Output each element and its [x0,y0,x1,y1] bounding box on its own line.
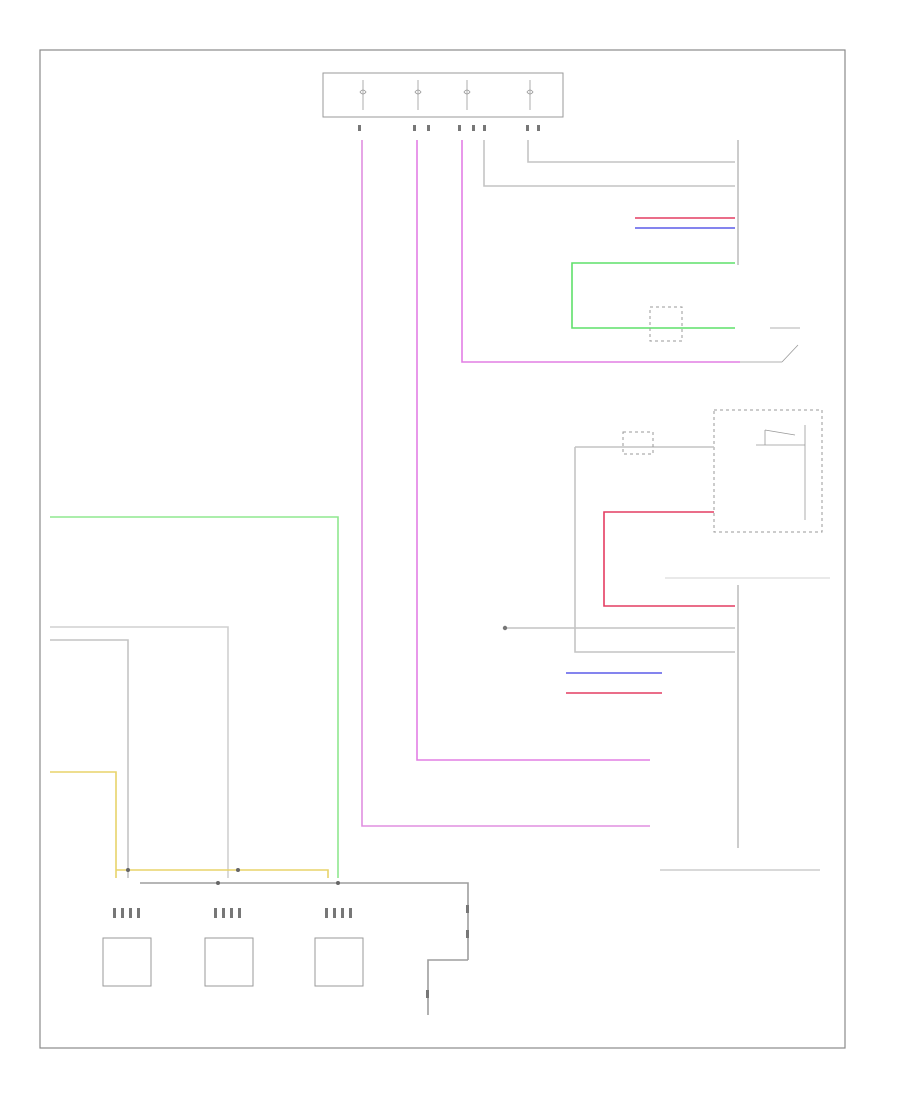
fuse-1 [359,80,367,110]
connector-pin [466,905,469,913]
sensor-right [314,908,364,987]
wire-pink-3 [461,140,740,363]
relay-switch [756,425,806,520]
fuse-3 [463,80,471,110]
diagram-border [39,49,846,1049]
wire-gray-left-1 [50,626,229,878]
wire-yellow-2 [116,869,329,878]
wire-green-left [50,516,339,878]
junction-dot [236,868,240,872]
fuse-block-connector-pins [358,125,540,131]
fuse-2 [414,80,422,110]
wire-gray-relay [574,447,735,653]
switch-symbol [740,327,800,363]
junction-dot [216,881,220,885]
sensor-left [102,908,152,987]
connector-pin [426,990,429,998]
wire-gray-2 [483,140,735,187]
junction-dot [126,868,130,872]
wire-pink-2 [416,140,650,761]
connector-pin [466,930,469,938]
wire-gray-bottom-2 [427,959,468,1015]
sensor-middle [204,908,254,987]
fuse-4 [526,80,534,110]
inline-fuse-box [622,431,654,455]
fuse-block [322,72,564,118]
wire-gray-1 [527,140,735,163]
inline-component [649,306,683,342]
wire-red-relay [603,511,735,607]
wire-yellow-1 [50,771,117,878]
wire-gray-left-2 [50,639,129,878]
junction-dot [336,881,340,885]
relay-box [713,409,823,533]
wire-gray-bottom [140,882,469,960]
wire-green-loop [571,262,735,329]
wire-pink-1 [361,140,650,827]
ground-point [502,625,508,631]
